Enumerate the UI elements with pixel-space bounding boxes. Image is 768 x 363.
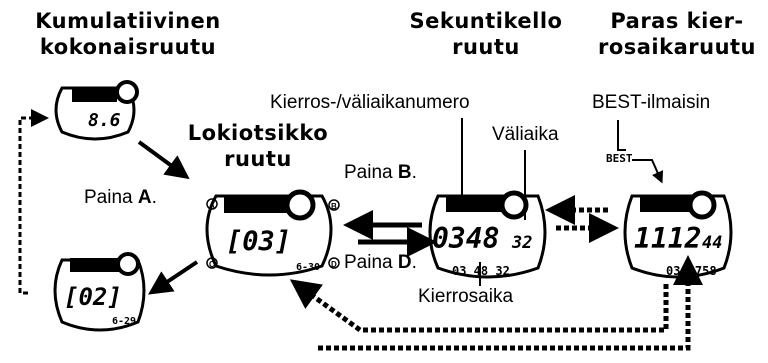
- watch-face-outline: [205, 194, 333, 277]
- action-suffix: .: [411, 162, 417, 183]
- button-marker-a-label: A: [209, 201, 215, 210]
- heading-best-lap: Paras kier- rosaikaruutu: [592, 8, 762, 60]
- pointer-best-indicator: [617, 120, 626, 151]
- watch-top-bar: [224, 195, 300, 213]
- watch-log-previous: [02] 6-29: [53, 252, 146, 332]
- watch-main-small-digits: 32: [511, 233, 532, 253]
- label-press-b: Paina B.: [344, 162, 417, 184]
- watch-main-digits: 0348: [432, 222, 499, 255]
- watch-main-small-digits: 44: [702, 233, 722, 253]
- label-press-a: Paina A.: [84, 187, 157, 209]
- watch-log-header: [03] 6-30 A B C D: [205, 189, 340, 277]
- action-prefix: Paina: [84, 187, 138, 208]
- action-prefix: Paina: [344, 252, 398, 273]
- watch-main-digits: 8.6: [88, 110, 121, 131]
- action-key: B: [397, 162, 412, 183]
- watch-best-lap: 1112 44 03 3758 BEST: [606, 152, 733, 279]
- action-suffix: .: [411, 252, 417, 273]
- button-marker-c-label: C: [209, 260, 215, 269]
- watch-sub-digits: 03 3758: [666, 264, 717, 278]
- button-marker-a: [206, 198, 218, 210]
- watch-dial-icon: [116, 252, 140, 276]
- action-key: A: [137, 187, 152, 208]
- watch-face-outline: [53, 258, 146, 332]
- pointer-best-badge: [632, 159, 664, 184]
- pointer-lines: [461, 118, 664, 286]
- watch-dial-icon: [499, 190, 529, 220]
- watch-sub-digits: 6-29: [112, 316, 136, 327]
- heading-stopwatch: Sekuntikello ruutu: [380, 8, 592, 60]
- heading-cumulative-total: Kumulatiivinen kokonaisruutu: [8, 8, 248, 60]
- watch-top-bar: [72, 88, 117, 102]
- heading-line: ruutu: [452, 35, 520, 59]
- heading-log-header: Lokiotsikko ruutu: [178, 120, 338, 172]
- watch-main-digits: [03]: [226, 226, 291, 257]
- heading-line: Sekuntikello: [409, 9, 563, 33]
- label-lap-time: Kierrosaika: [418, 286, 514, 307]
- watch-dial-icon: [284, 189, 316, 221]
- watch-face-outline: [54, 86, 136, 141]
- watch-main-digits: [02]: [64, 283, 122, 311]
- heading-line: Lokiotsikko: [187, 121, 329, 145]
- heading-line: rosaikaruutu: [597, 35, 757, 59]
- action-suffix: .: [151, 187, 157, 208]
- dashed-arrows: [18, 109, 703, 351]
- heading-line: kokonaisruutu: [39, 35, 217, 59]
- heading-line: ruutu: [224, 147, 292, 171]
- button-marker-d-label: D: [331, 260, 337, 269]
- watch-dial-icon: [687, 190, 717, 220]
- label-lap-split-number: Kierros-/väliaikanumero: [270, 92, 470, 113]
- arrow-total-to-log: [137, 140, 190, 180]
- best-badge: BEST: [606, 152, 633, 165]
- watch-top-bar: [640, 195, 698, 212]
- watch-sub-digits: 6-30: [296, 262, 320, 273]
- button-marker-b: [328, 199, 340, 211]
- watch-stopwatch: 0348 32 03 48 32: [428, 190, 547, 279]
- button-marker-d: [328, 257, 340, 269]
- solid-arrows: [137, 140, 437, 295]
- arrow-best-to-log-loop: [289, 279, 669, 333]
- button-marker-b-label: B: [331, 202, 337, 211]
- arrow-log-to-best-loop: [318, 255, 703, 351]
- action-prefix: Paina: [344, 162, 398, 183]
- watch-top-bar: [70, 258, 122, 272]
- heading-line: Paras kier-: [610, 9, 744, 33]
- watch-cumulative-total: 8.6: [54, 80, 139, 141]
- label-press-d: Paina D.: [344, 252, 417, 274]
- watch-dial-icon: [115, 80, 139, 104]
- arrow-loop-left: [18, 109, 49, 295]
- label-split-time: Väliaika: [492, 124, 559, 145]
- arrow-log-to-previous: [148, 260, 199, 295]
- button-marker-c: [206, 257, 218, 269]
- label-best-indicator: BEST-ilmaisin: [592, 92, 711, 113]
- watch-top-bar: [446, 195, 510, 212]
- watch-main-digits: 1112: [634, 222, 701, 255]
- heading-line: Kumulatiivinen: [35, 9, 221, 33]
- action-key: D: [397, 252, 412, 273]
